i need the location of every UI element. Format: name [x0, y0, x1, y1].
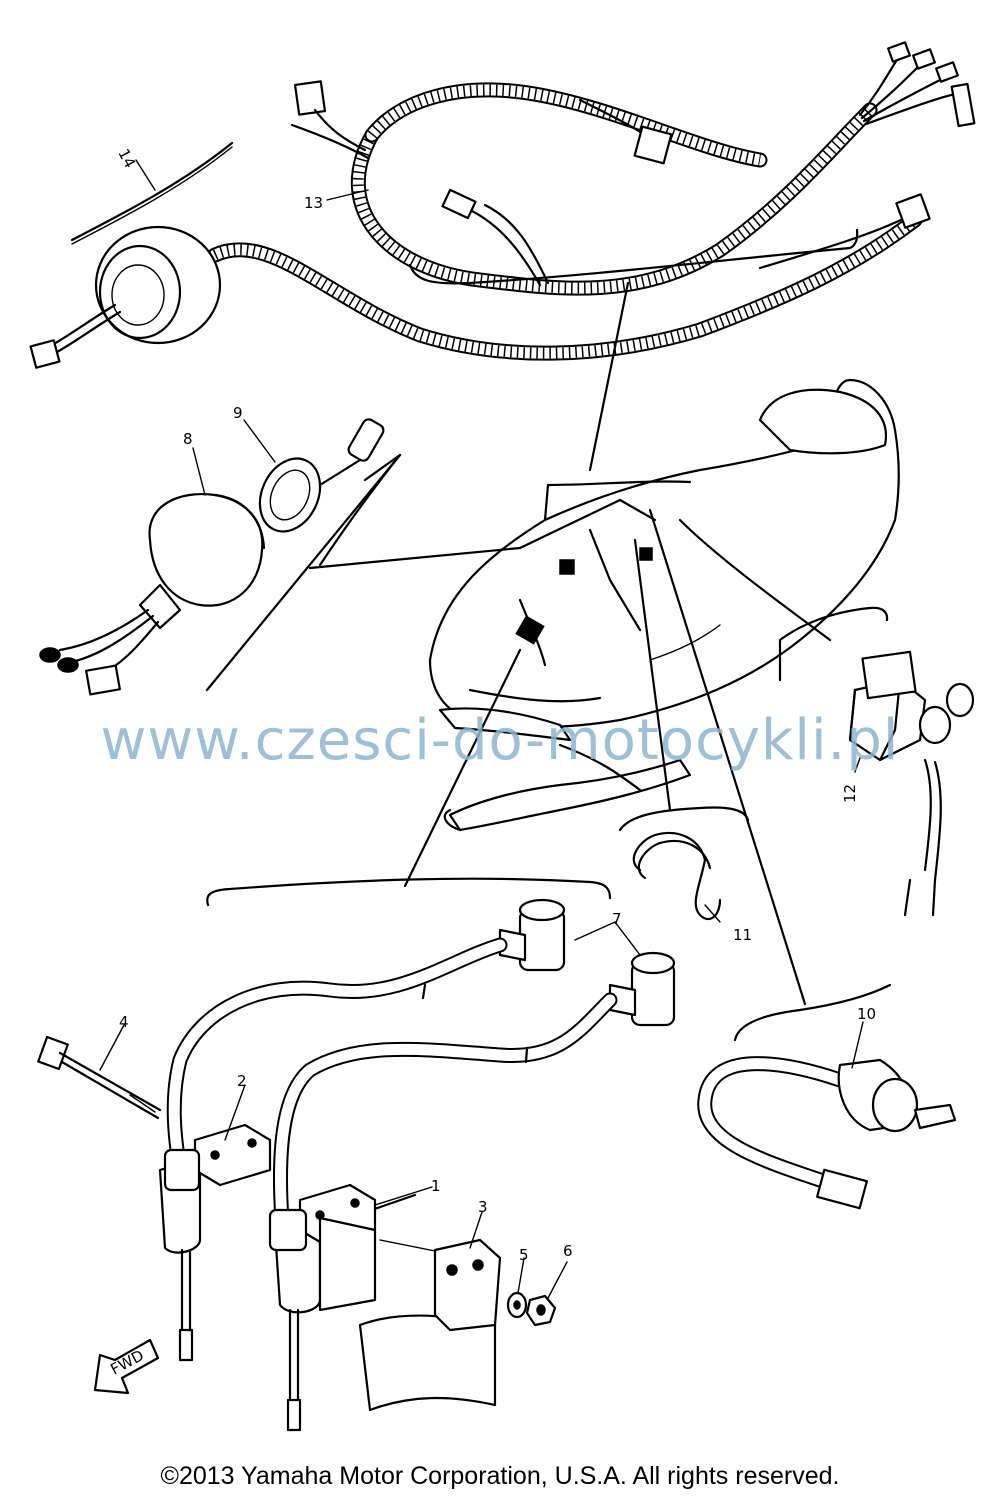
- leader-lines: [205, 228, 892, 1261]
- callout-2: 2: [237, 1072, 247, 1090]
- part-11-wire-clip: [632, 831, 722, 921]
- part-10-sensor: [697, 1056, 957, 1210]
- part-7-plug-caps: [166, 898, 676, 1228]
- callout-1: 1: [431, 1177, 441, 1195]
- callout-11: 11: [733, 926, 752, 944]
- part-12-relay: [848, 650, 975, 917]
- part-13-wire-harness: [29, 41, 976, 369]
- callout-5: 5: [519, 1246, 529, 1264]
- callout-3: 3: [478, 1198, 488, 1216]
- callout-7: 7: [612, 910, 622, 928]
- callout-8: 8: [183, 430, 193, 448]
- callout-14: 14: [114, 146, 139, 171]
- callout-9: 9: [233, 404, 243, 422]
- part-5-washer: [506, 1291, 528, 1319]
- part-9-key-ring: [258, 418, 385, 533]
- part-4-bolt: [37, 1035, 162, 1120]
- callout-leaders: [99, 189, 864, 1299]
- part-14-cable-tie: [70, 141, 234, 245]
- callout-6: 6: [563, 1242, 573, 1260]
- part-6-nut: [525, 1294, 557, 1327]
- callout-13: 13: [304, 194, 323, 212]
- copyright-notice: ©2013 Yamaha Motor Corporation, U.S.A. A…: [160, 1462, 840, 1490]
- part-8-main-switch: [39, 493, 266, 696]
- callout-12: 12: [841, 784, 859, 803]
- part-3-bracket: [358, 1238, 502, 1412]
- part-1-ignition-coil: [268, 1183, 377, 1432]
- fwd-arrow: FWD: [93, 1338, 160, 1395]
- part-2-ignition-coil: [158, 1123, 272, 1362]
- callout-10: 10: [857, 1005, 876, 1023]
- callout-4: 4: [119, 1013, 129, 1031]
